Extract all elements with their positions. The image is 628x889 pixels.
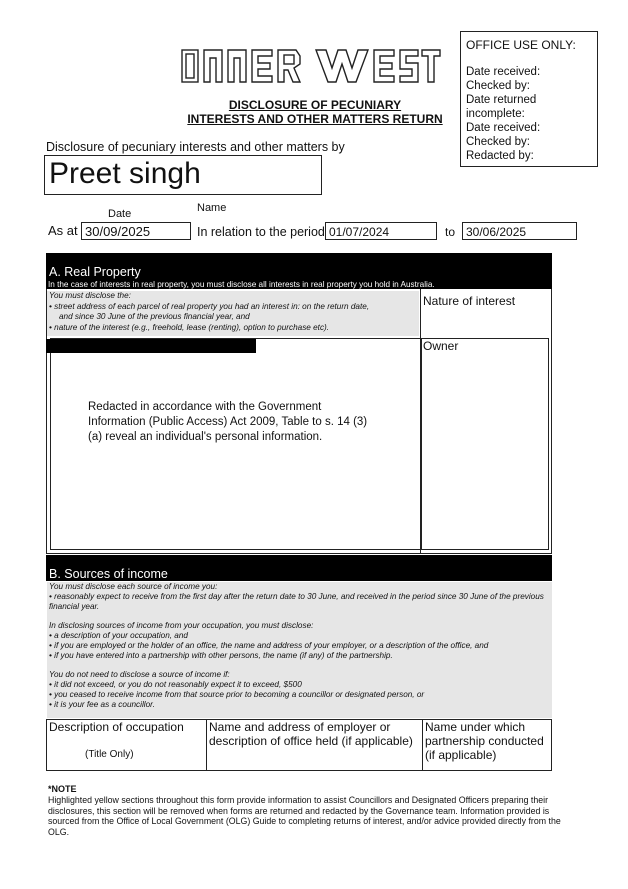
inner-west-logo — [180, 46, 442, 86]
occupation-column: Description of occupation (Title Only) — [49, 720, 204, 770]
income-table-header: Description of occupation (Title Only) N… — [46, 719, 552, 771]
office-use-box: OFFICE USE ONLY: Date received: Checked … — [460, 31, 598, 167]
section-b-heading: B. Sources of income — [49, 567, 168, 581]
as-at-date-field[interactable]: 30/09/2025 — [81, 222, 191, 240]
must-disclose-text: You must disclose the: — [49, 291, 131, 300]
note-text: Highlighted yellow sections throughout t… — [48, 795, 561, 837]
form-title-line1: DISCLOSURE OF PECUNIARY — [228, 98, 402, 112]
period-label: In relation to the period — [197, 225, 325, 239]
column-divider — [422, 720, 423, 770]
period-from-field[interactable]: 01/07/2024 — [325, 222, 437, 240]
instruction-bullet: • street address of each parcel of real … — [49, 301, 370, 311]
to-label: to — [445, 225, 456, 239]
period-to-field[interactable]: 30/06/2025 — [462, 222, 577, 240]
office-use-item: Date returned — [466, 94, 537, 106]
office-use-item: Redacted by: — [466, 150, 534, 162]
instruction-bullet: • you ceased to receive income from that… — [49, 690, 425, 699]
office-use-title: OFFICE USE ONLY: — [466, 38, 576, 52]
date-label: Date — [108, 208, 132, 220]
instruction-bullet: • a description of your occupation, and — [49, 631, 188, 640]
employer-column-label: Name and address of employer or descript… — [209, 720, 413, 748]
name-field[interactable]: Preet singh — [44, 155, 322, 195]
section-a-subheading: In the case of interests in real propert… — [48, 280, 435, 289]
instruction-bullet: • nature of the interest (e.g., freehold… — [49, 322, 330, 332]
office-use-item: incomplete: — [466, 108, 525, 120]
instruction-bullet-cont: and since 30 June of the previous financ… — [59, 312, 250, 321]
owner-area[interactable] — [421, 338, 549, 550]
section-b-instructions: You must disclose each source of income … — [47, 582, 552, 718]
nature-of-interest-label: Nature of interest — [423, 294, 516, 308]
note-heading: *NOTE — [48, 784, 77, 794]
office-use-item: Checked by: — [466, 136, 530, 148]
disclosure-subtitle: Disclosure of pecuniary interests and ot… — [46, 140, 345, 154]
redaction-bar — [46, 339, 256, 353]
office-use-item: Checked by: — [466, 80, 530, 92]
form-title: DISCLOSURE OF PECUNIARY INTERESTS AND OT… — [150, 98, 480, 126]
title-only-label: (Title Only) — [85, 749, 134, 760]
column-divider — [420, 289, 421, 554]
owner-label: Owner — [423, 339, 459, 353]
instruction-bullet: • reasonably expect to receive from the … — [49, 592, 544, 611]
occupation-column-label: Description of occupation — [49, 720, 184, 734]
as-at-label: As at — [48, 223, 78, 238]
office-use-item: Date received: — [466, 122, 541, 134]
instruction-bullet: • it did not exceed, or you do not reaso… — [49, 680, 302, 689]
instruction-text: In disclosing sources of income from you… — [49, 621, 314, 630]
section-a-heading: A. Real Property — [49, 265, 141, 279]
instruction-bullet: • it is your fee as a councillor. — [49, 700, 155, 709]
form-title-line2: INTERESTS AND OTHER MATTERS RETURN — [187, 112, 443, 126]
name-label: Name — [197, 202, 227, 214]
office-use-item: Date received: — [466, 66, 541, 78]
section-b-header: B. Sources of income — [46, 555, 552, 581]
partnership-column-label: Name under which partnership conducted (… — [425, 720, 544, 762]
name-value: Preet singh — [49, 157, 201, 190]
office-use-list: Date received: Checked by: Date returned… — [466, 65, 540, 163]
instruction-bullet: • if you have entered into a partnership… — [49, 651, 393, 660]
instruction-text: You must disclose each source of income … — [49, 582, 218, 591]
column-divider — [206, 720, 207, 770]
section-a-instructions: You must disclose the: • street address … — [47, 291, 419, 336]
instruction-text: You do not need to disclose a source of … — [49, 670, 230, 679]
section-a-header: A. Real Property In the case of interest… — [46, 253, 552, 289]
redaction-notice: Redacted in accordance with the Governme… — [88, 401, 368, 443]
instruction-bullet: • if you are employed or the holder of a… — [49, 641, 489, 650]
